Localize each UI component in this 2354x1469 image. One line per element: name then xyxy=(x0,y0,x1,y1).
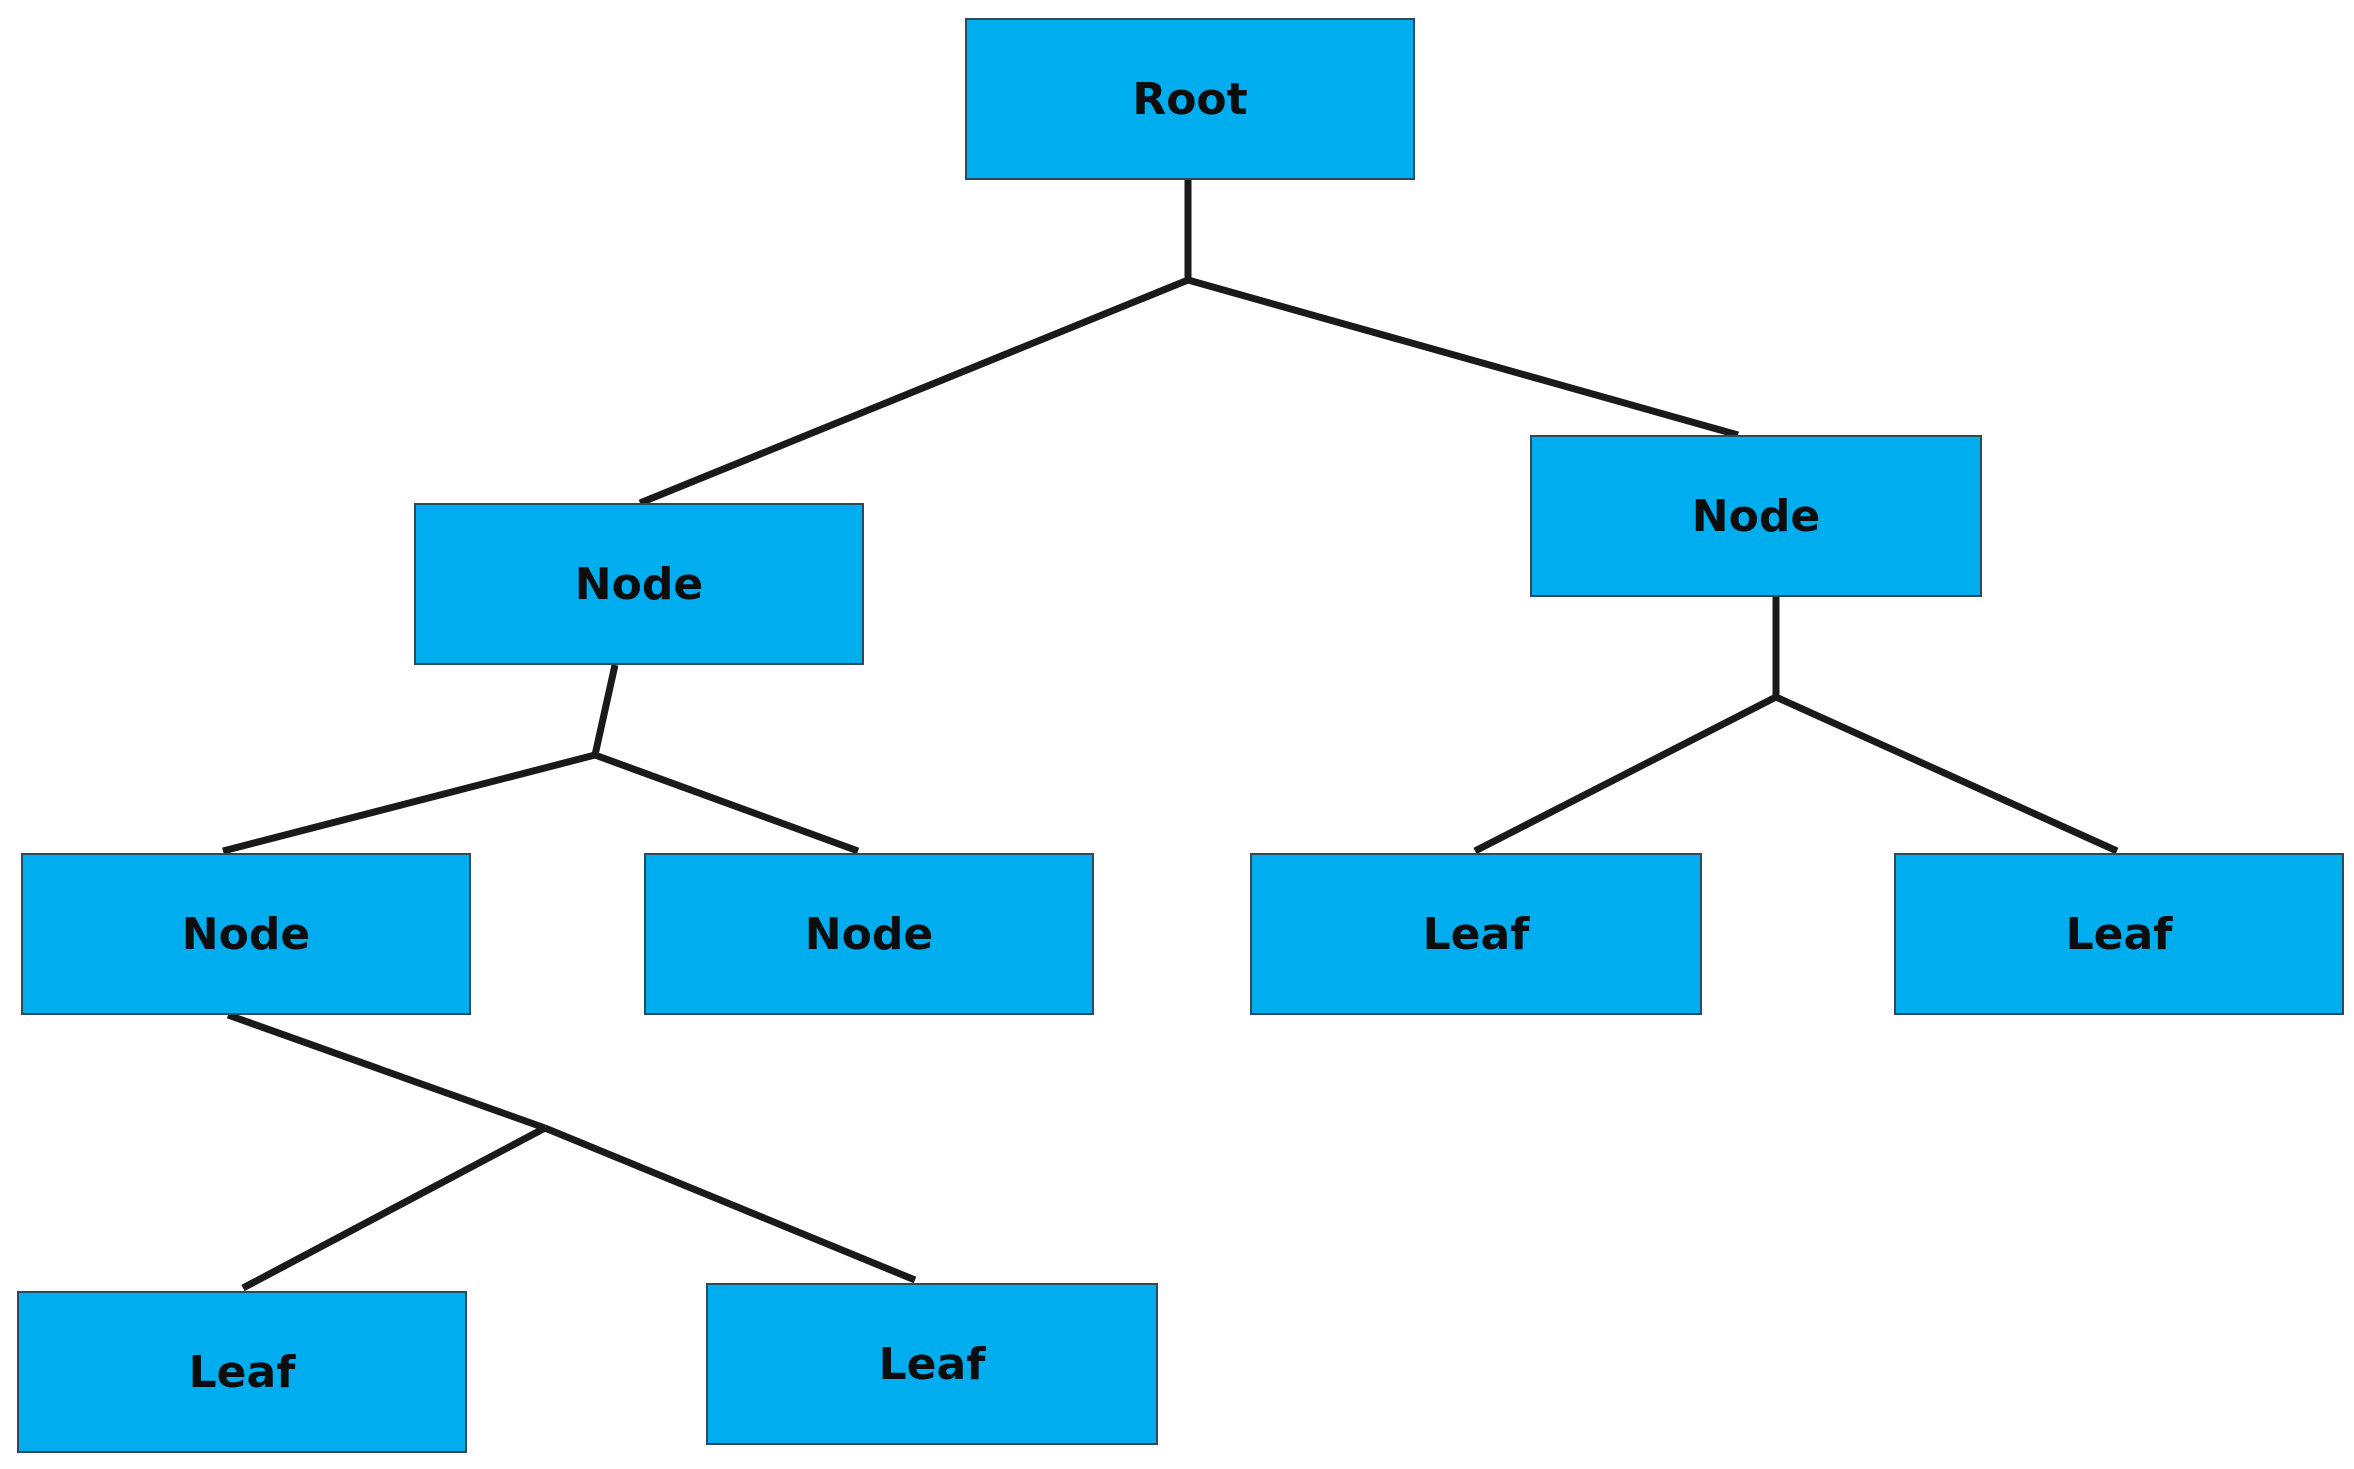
node-box-level2-middle: Node xyxy=(644,853,1094,1015)
node-box-level1-right: Node xyxy=(1530,435,1982,597)
connector-right-node-to-leaf-b xyxy=(1774,693,2119,855)
leaf-label: Leaf xyxy=(188,1346,296,1398)
leaf-box-level3-a: Leaf xyxy=(17,1291,467,1453)
leaf-box-level2-a: Leaf xyxy=(1250,853,1702,1015)
connector-root-to-right-node xyxy=(1187,276,1739,439)
connector-left-node-to-child-b xyxy=(593,751,860,855)
node-label: Node xyxy=(181,908,311,960)
connector-root-to-left-node xyxy=(638,276,1190,507)
leaf-box-level3-b: Leaf xyxy=(706,1283,1158,1445)
leaf-box-level2-b: Leaf xyxy=(1894,853,2344,1015)
node-label: Node xyxy=(1691,490,1821,542)
connector-right-node-to-leaf-a xyxy=(1473,693,1778,855)
leaf-label: Leaf xyxy=(1422,908,1530,960)
connector-junction-to-leaf-b xyxy=(543,1124,917,1284)
node-label: Node xyxy=(804,908,934,960)
node-box-level2-left: Node xyxy=(21,853,471,1015)
connector-left-node-stem xyxy=(591,664,619,756)
node-label: Node xyxy=(574,558,704,610)
connector-left-node-to-child-a xyxy=(222,751,596,855)
connector-lower-node-to-junction xyxy=(226,1011,547,1132)
root-label: Root xyxy=(1132,73,1248,125)
connector-junction-to-leaf-a xyxy=(241,1124,547,1292)
leaf-label: Leaf xyxy=(878,1338,986,1390)
root-box: Root xyxy=(965,18,1415,180)
leaf-label: Leaf xyxy=(2065,908,2173,960)
node-box-level1-left: Node xyxy=(414,503,864,665)
